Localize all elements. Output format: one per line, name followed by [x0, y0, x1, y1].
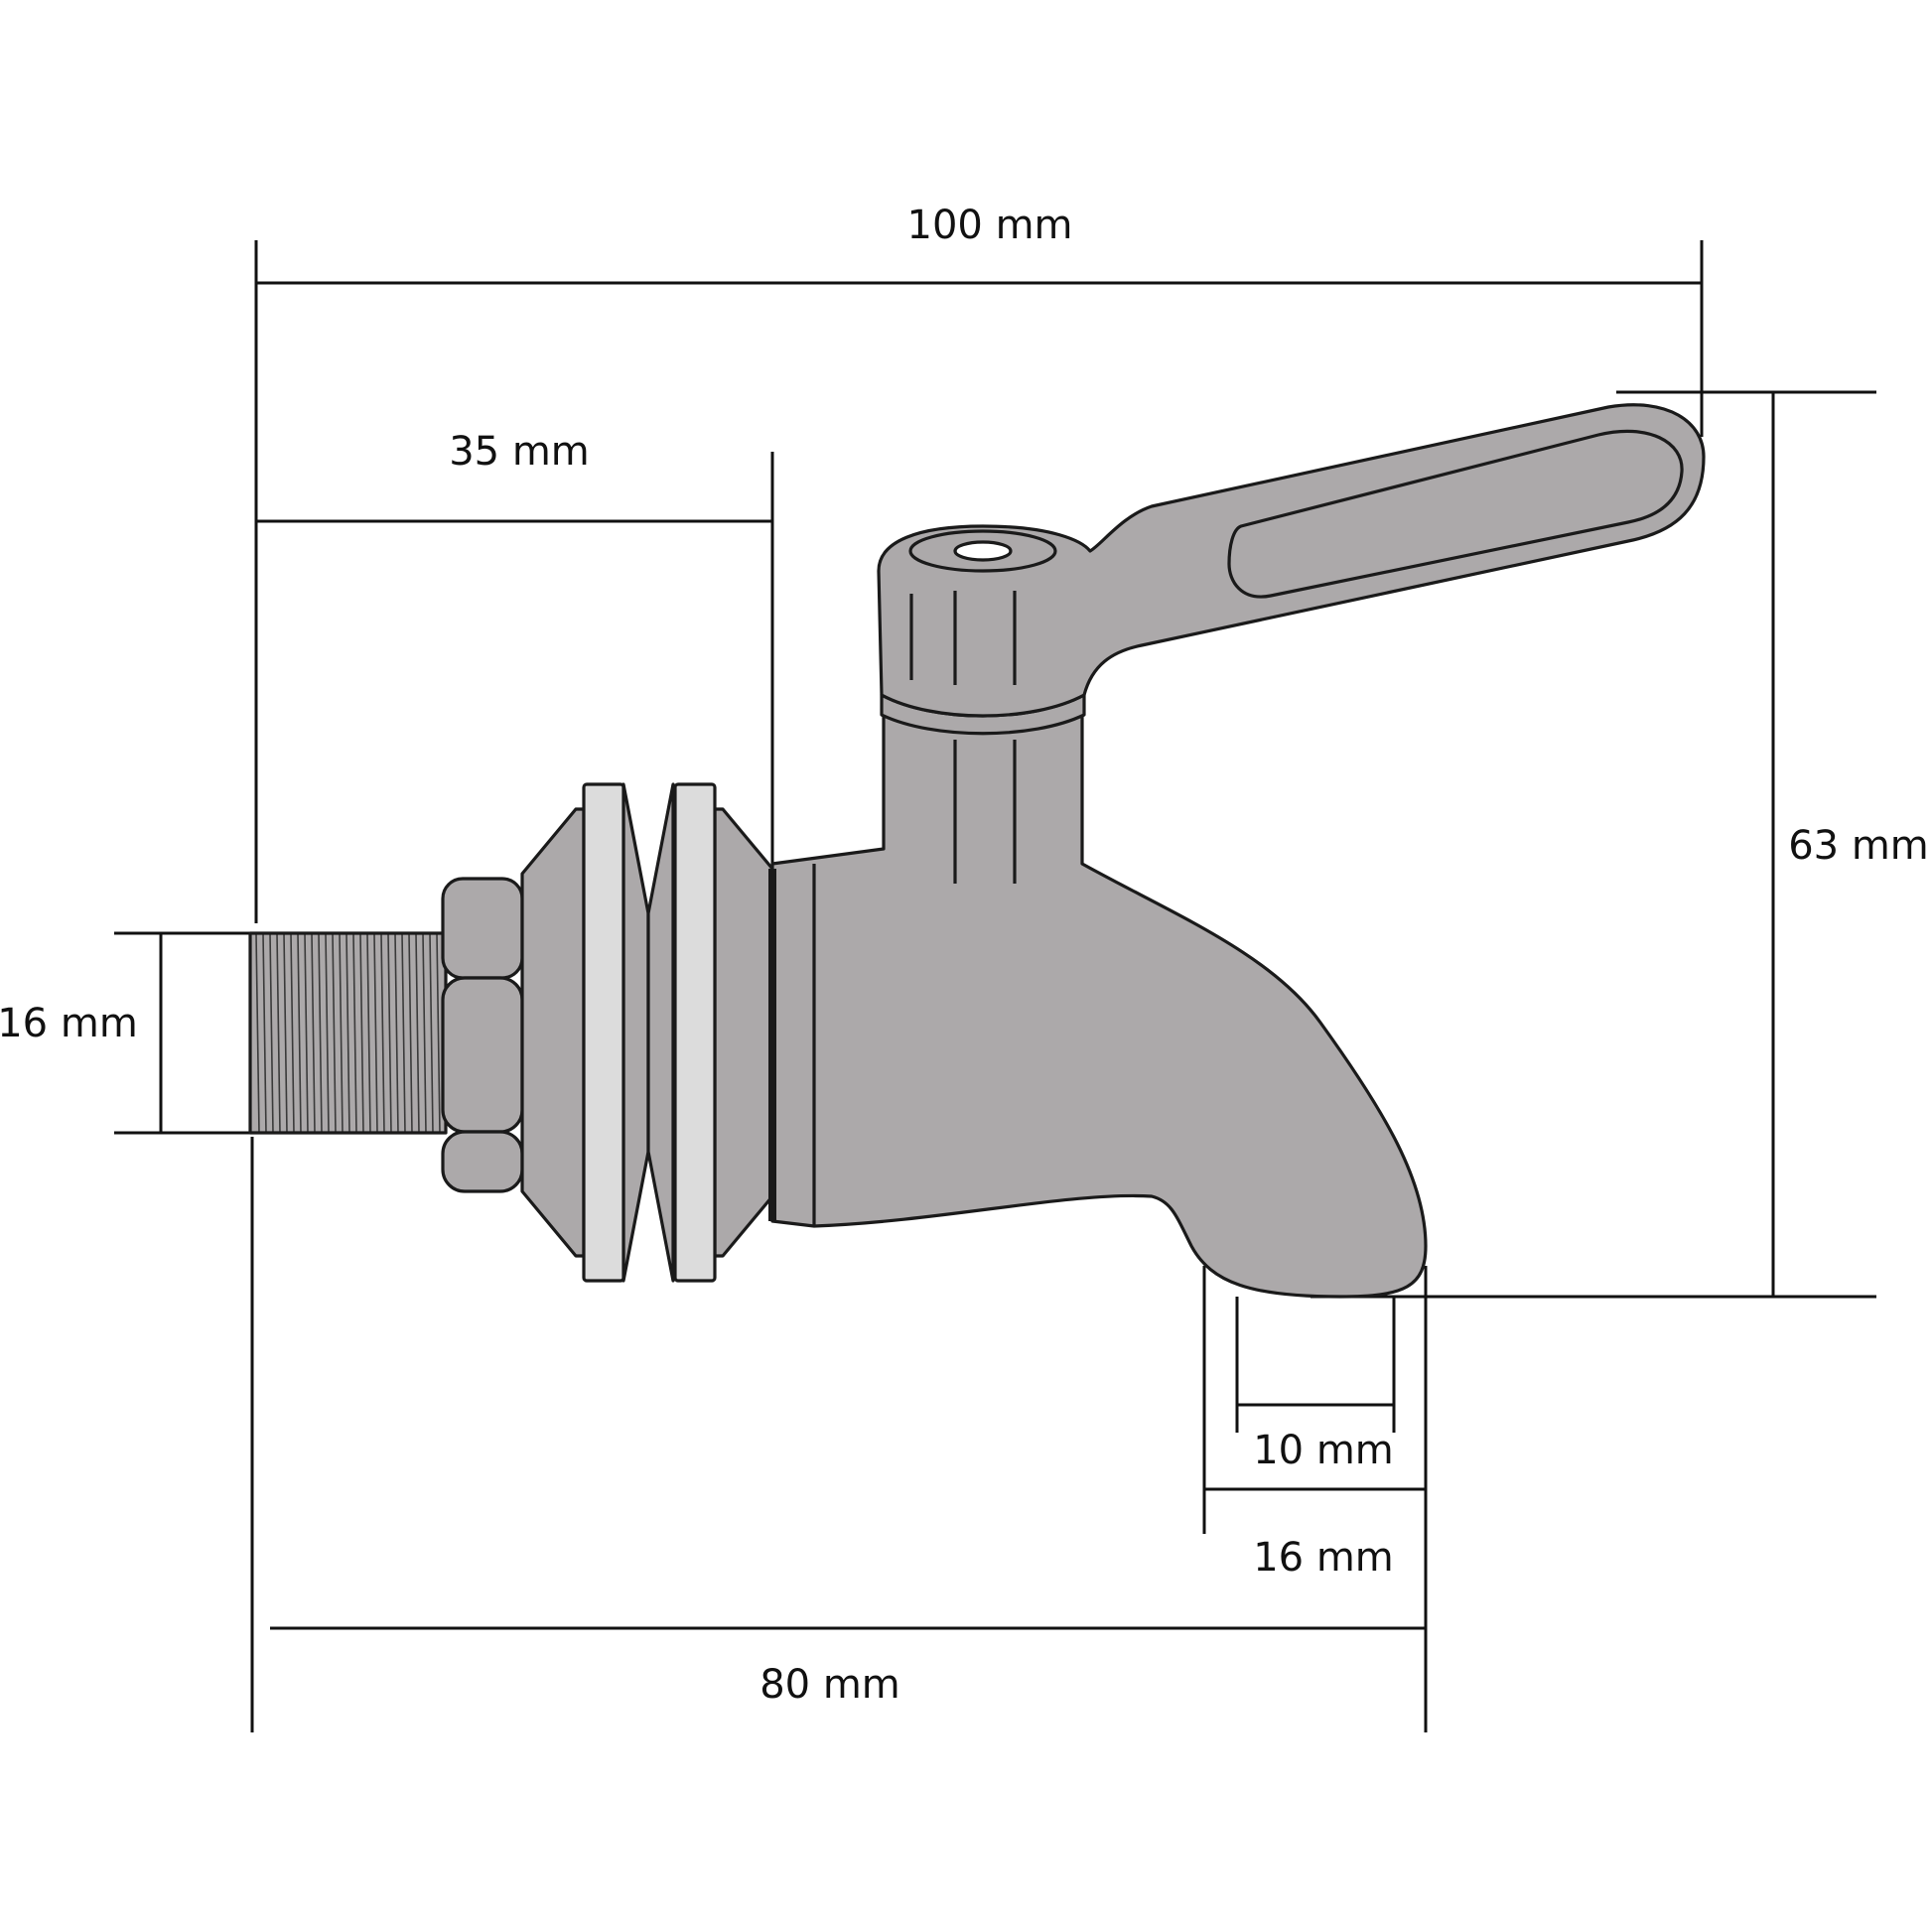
threaded-stem [248, 931, 448, 1135]
flange-assembly [520, 782, 774, 1283]
flange-gap-left [621, 782, 650, 1283]
thread-groove [345, 932, 350, 1134]
thread-groove [359, 932, 364, 1134]
flange-left-cone [520, 807, 586, 1258]
thread-groove [276, 932, 281, 1134]
thread-groove [255, 932, 260, 1134]
thread-groove [373, 932, 378, 1134]
thread-groove [283, 932, 288, 1134]
thread-groove [304, 932, 309, 1134]
thread-groove [352, 932, 357, 1134]
thread-groove [318, 932, 323, 1134]
thread-groove [380, 932, 385, 1134]
tap-body [770, 713, 1428, 1299]
thread-groove [311, 932, 316, 1134]
hex-nut [441, 877, 524, 1193]
dimension-lines [114, 240, 1876, 1732]
thread-groove [325, 932, 330, 1134]
thread-groove [262, 932, 267, 1134]
flange-right-cone [713, 807, 774, 1258]
tap-illustration [248, 403, 1706, 1299]
thread-groove [436, 932, 441, 1134]
washer-right [673, 782, 717, 1283]
thread-groove [394, 932, 399, 1134]
label-height: 63 mm [1788, 823, 1929, 869]
thread-groove [387, 932, 392, 1134]
label-overall-length: 100 mm [907, 203, 1073, 248]
thread-lines [255, 932, 441, 1134]
flange-gap-right [646, 782, 675, 1283]
dimension-labels: 100 mm 35 mm 63 mm 16 mm 10 mm 16 mm 80 … [0, 203, 1929, 1708]
thread-groove [429, 932, 434, 1134]
thread-groove [297, 932, 302, 1134]
thread-groove [422, 932, 427, 1134]
washer-left [582, 782, 625, 1283]
label-outlet-outer: 16 mm [1253, 1535, 1394, 1581]
label-base-length: 80 mm [759, 1662, 900, 1708]
thread-groove [415, 932, 420, 1134]
thread-groove [401, 932, 406, 1134]
thread-groove [269, 932, 274, 1134]
thread-groove [339, 932, 344, 1134]
thread-groove [408, 932, 413, 1134]
handle-pivot-hole [953, 540, 1013, 562]
label-body-depth: 35 mm [449, 429, 590, 475]
lever-grip-inset [1227, 429, 1684, 599]
thread-groove [366, 932, 371, 1134]
nut-bottom-face [441, 1130, 524, 1193]
nut-top-face [441, 877, 524, 980]
label-thread-diameter: 16 mm [0, 1001, 138, 1046]
label-outlet-inner: 10 mm [1253, 1428, 1394, 1473]
thread-groove [290, 932, 295, 1134]
nut-middle-face [441, 976, 524, 1134]
thread-groove [332, 932, 337, 1134]
